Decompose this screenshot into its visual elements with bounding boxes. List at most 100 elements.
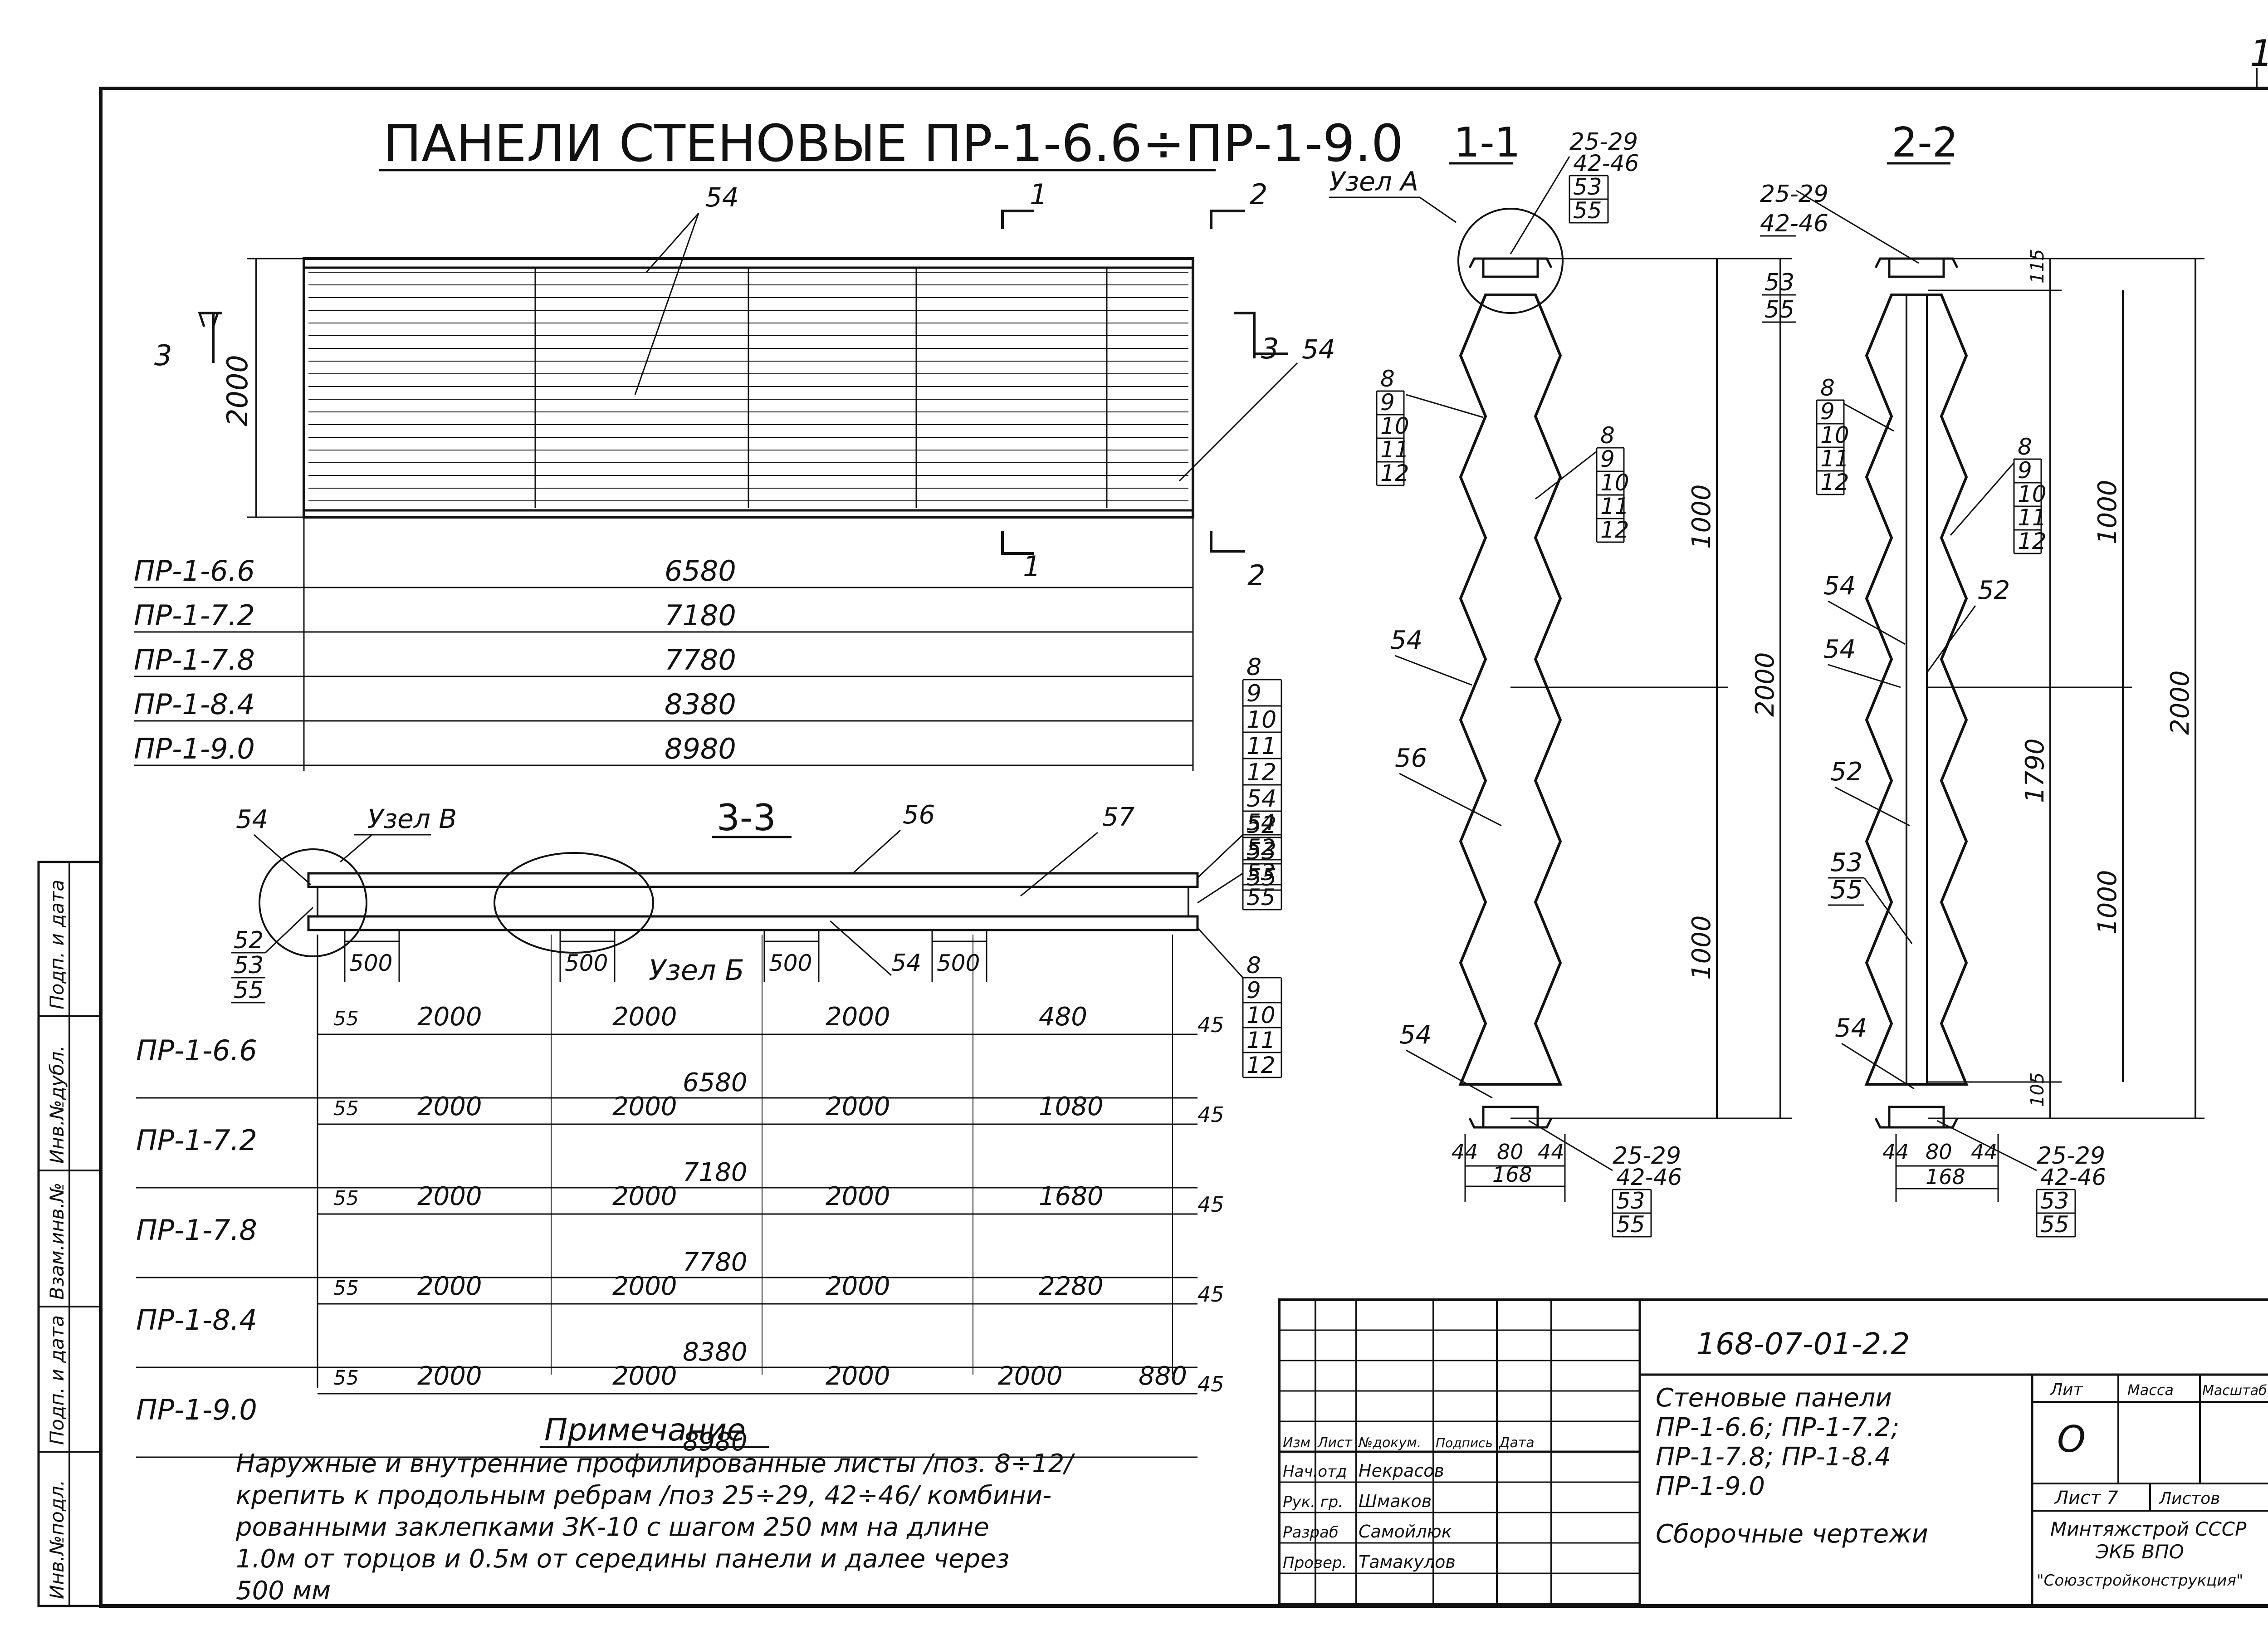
sec22-callout-54c: 54	[1835, 1013, 1867, 1043]
sheet-frame	[99, 87, 2268, 1608]
sec11-right-0: 8	[1600, 422, 1615, 449]
sec33-step-0: 500	[349, 950, 392, 976]
sec22-left-0: 8	[1820, 375, 1835, 401]
sec33-step-callout-54: 54	[891, 950, 921, 977]
stamp-podp-data: Подп. и дата	[46, 1315, 68, 1445]
sec33-row-end-0: 45	[1198, 1013, 1224, 1037]
sec11-left-4: 12	[1380, 460, 1409, 486]
elev-row-name-1: ПР-1-7.2	[134, 599, 255, 632]
sec22-right-2: 10	[2018, 481, 2047, 507]
tb-name-0: Некрасов	[1359, 1461, 1444, 1481]
elev-row-length-1: 7180	[665, 599, 736, 632]
elev-row-length-0: 6580	[665, 554, 736, 588]
sec33-callout-54: 54	[236, 805, 268, 834]
sec11-bdim-a: 44	[1452, 1140, 1478, 1164]
elev-height-dim: 2000	[221, 355, 254, 426]
sec33-row-end-3: 45	[1198, 1282, 1224, 1307]
sec11-top-callout-2: 55	[1573, 197, 1602, 224]
sec33-left-52: 52	[234, 927, 264, 954]
sec33-row-name-3: ПР-1-8.4	[136, 1303, 257, 1337]
sec33-row-edge-1: 55	[333, 1097, 359, 1120]
sec22-bdim-b: 80	[1926, 1140, 1952, 1164]
elev-row-length-3: 8380	[665, 688, 736, 721]
sec11-left-2: 10	[1380, 413, 1409, 439]
sec33-right2-3: 11	[1246, 1027, 1276, 1053]
sec22-dim-105: 105	[2027, 1072, 2048, 1107]
note-line-4: 1.0м от торцов и 0.5м от середины панели…	[236, 1544, 1009, 1574]
sec33-row-total-3: 8380	[683, 1337, 748, 1367]
sec11-dim-2000: 2000	[1750, 652, 1780, 717]
elev-callout-54-right: 54	[1302, 334, 1335, 365]
stamp-inv-dubl: Инв.№дубл.	[46, 1045, 68, 1164]
sec22-top-callout-2: 53	[1765, 269, 1794, 296]
sec22-top-callout-3: 55	[1765, 296, 1794, 323]
tb-scale-label: Масштаб	[2202, 1383, 2267, 1399]
tb-role-0: Нач.отд	[1283, 1463, 1347, 1481]
sec33-row-end-1: 45	[1198, 1102, 1224, 1127]
sec33-step-2: 500	[769, 950, 812, 976]
tb-org-2: ЭКБ ВПО	[2095, 1541, 2184, 1563]
elev-row-name-0: ПР-1-6.6	[134, 554, 255, 588]
sec33-row-edge-0: 55	[333, 1007, 359, 1030]
tb-role-2: Разраб	[1283, 1523, 1339, 1542]
doc-code: 168-07-01-2.2	[1696, 1327, 1910, 1361]
tb-name-2: Самойлюк	[1359, 1522, 1452, 1542]
sec33-right-1: 52	[1246, 834, 1276, 861]
tb-name-3: ПР-1-7.8; ПР-1-8.4	[1656, 1442, 1891, 1472]
section-22-label: 2-2	[1892, 119, 1958, 166]
tb-org-1: Минтяжстрой СССР	[2050, 1518, 2247, 1540]
tb-lit-value: О	[2057, 1418, 2086, 1460]
sec33-row-1-seg-2: 2000	[826, 1092, 890, 1121]
sec33-row-2-seg-0: 2000	[417, 1182, 482, 1211]
sec22-bdim-c: 44	[1971, 1140, 1998, 1164]
sec33-row-total-0: 6580	[683, 1068, 748, 1097]
sec11-bottom-callout-0: 25-29	[1613, 1142, 1681, 1170]
sec33-row-total-1: 7180	[683, 1158, 748, 1187]
mark-2-top: 2	[1250, 178, 1267, 211]
sec33-row-name-4: ПР-1-9.0	[136, 1393, 257, 1426]
sec22-right-0: 8	[2018, 434, 2032, 460]
tb-sheets: Листов	[2158, 1489, 2220, 1508]
sec22-bottom-callout-0: 25-29	[2037, 1142, 2105, 1170]
stamp-podp-data-2: Подп. и дата	[46, 880, 68, 1009]
elev-right-callout-0: 8	[1246, 654, 1261, 681]
elev-right-callout-2: 10	[1246, 706, 1276, 734]
sec11-bdim-w: 168	[1492, 1162, 1532, 1187]
elev-row-name-2: ПР-1-7.8	[134, 643, 255, 676]
tb-name-4: ПР-1-9.0	[1656, 1472, 1765, 1501]
tb-h-izm: Изм	[1283, 1435, 1310, 1451]
sec22-bdim-a: 44	[1882, 1140, 1909, 1164]
sec33-step-3: 500	[937, 950, 980, 976]
elev-row-name-3: ПР-1-8.4	[134, 688, 255, 721]
sec22-callout-52: 52	[1978, 576, 2010, 605]
mark-1-bottom: 1	[1023, 550, 1041, 583]
sec22-bottom-callout-0: 42-46	[2040, 1164, 2106, 1190]
sec33-row-total-2: 7780	[683, 1248, 748, 1277]
sec22-dim-1000a: 1000	[2093, 480, 2122, 544]
sec22-right-4: 12	[2018, 528, 2047, 554]
sec33-left-55: 55	[234, 977, 264, 1004]
elev-right-callout-1: 9	[1246, 680, 1261, 707]
sec33-right-0: 54	[1246, 809, 1276, 836]
sec33-row-1-seg-0: 2000	[417, 1092, 482, 1121]
node-v-label: Узел В	[367, 803, 457, 834]
tb-name-1: Стеновые панели	[1656, 1383, 1892, 1413]
sec33-right2-4: 12	[1246, 1052, 1276, 1078]
sec33-right2-2: 10	[1246, 1002, 1276, 1028]
sec22-bdim-w: 168	[1926, 1165, 1965, 1189]
tb-h-podp: Подпись	[1436, 1435, 1493, 1450]
sec33-row-name-2: ПР-1-7.8	[136, 1214, 257, 1247]
drawing-title: ПАНЕЛИ СТЕНОВЫЕ ПР-1-6.6÷ПР-1-9.0	[383, 114, 1403, 173]
elev-right-callout-5: 54	[1246, 785, 1276, 813]
tb-sheet: Лист 7	[2054, 1488, 2118, 1508]
sec11-bottom-callout-2: 55	[1616, 1211, 1645, 1238]
note-line-2: крепить к продольным ребрам /поз 25÷29, …	[236, 1481, 1051, 1510]
sec22-callout-55: 55	[1830, 875, 1862, 905]
note-line-3: рованными заклепками ЗК-10 с шагом 250 м…	[235, 1513, 989, 1542]
sec33-row-name-1: ПР-1-7.2	[136, 1124, 257, 1157]
sec33-row-4-seg-1: 2000	[612, 1361, 677, 1391]
sec22-callout-54a: 54	[1823, 571, 1856, 601]
sec11-right-3: 11	[1600, 493, 1629, 519]
note-heading: Примечание	[544, 1412, 746, 1448]
